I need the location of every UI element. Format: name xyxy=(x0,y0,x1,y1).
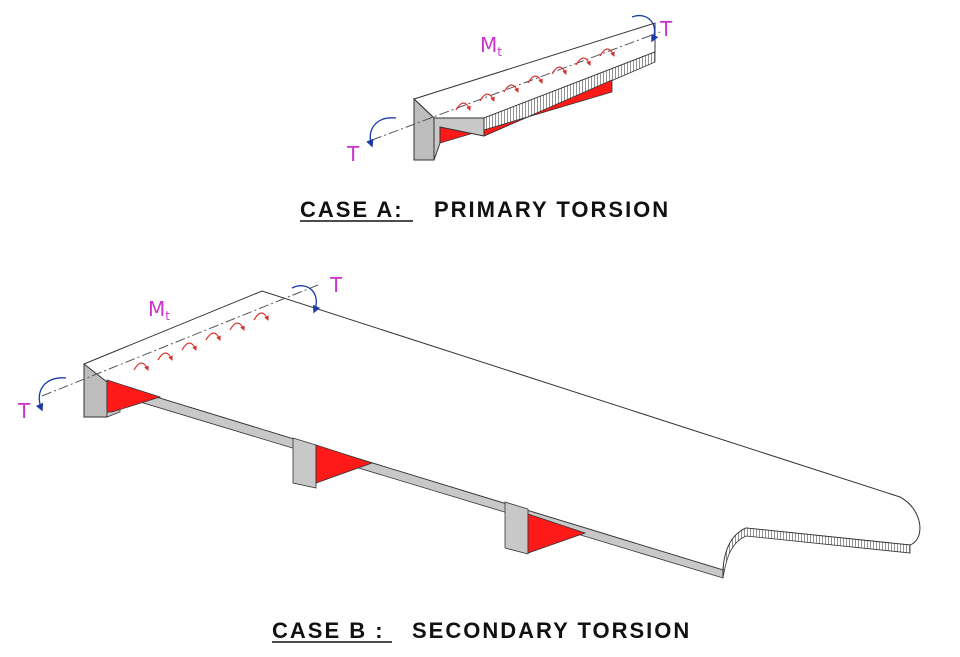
case-a-torque-right-label: T xyxy=(659,17,673,41)
case-a-moment-label: Mt xyxy=(480,33,502,59)
case-a-torque-left-label: T xyxy=(346,142,360,166)
case-a-caption-rest: PRIMARY TORSION xyxy=(434,197,670,222)
case-b-rib-1 xyxy=(106,379,162,418)
case-b-rib-2 xyxy=(292,437,374,489)
case-b-torque-right-label: T xyxy=(329,273,343,297)
case-b-caption-rest: SECONDARY TORSION xyxy=(412,618,691,643)
case-b-torque-left-label: T xyxy=(17,399,31,423)
case-a-moment-arcs xyxy=(455,48,615,111)
case-b-rib-3 xyxy=(504,501,587,555)
case-b-moment-arcs xyxy=(133,312,269,371)
case-a-caption: CASE A: PRIMARY TORSION xyxy=(300,197,670,222)
case-b-torque-arrows xyxy=(35,285,321,412)
case-b-caption: CASE B : SECONDARY TORSION xyxy=(272,618,691,643)
case-a-torque-arrows xyxy=(366,15,659,148)
case-b-caption-prefix: CASE B : xyxy=(272,618,385,643)
case-b-moment-label: Mt xyxy=(148,297,170,323)
case-a-caption-prefix: CASE A: xyxy=(300,197,404,222)
case-a-beam xyxy=(371,22,661,161)
case-b-slab xyxy=(41,284,921,579)
